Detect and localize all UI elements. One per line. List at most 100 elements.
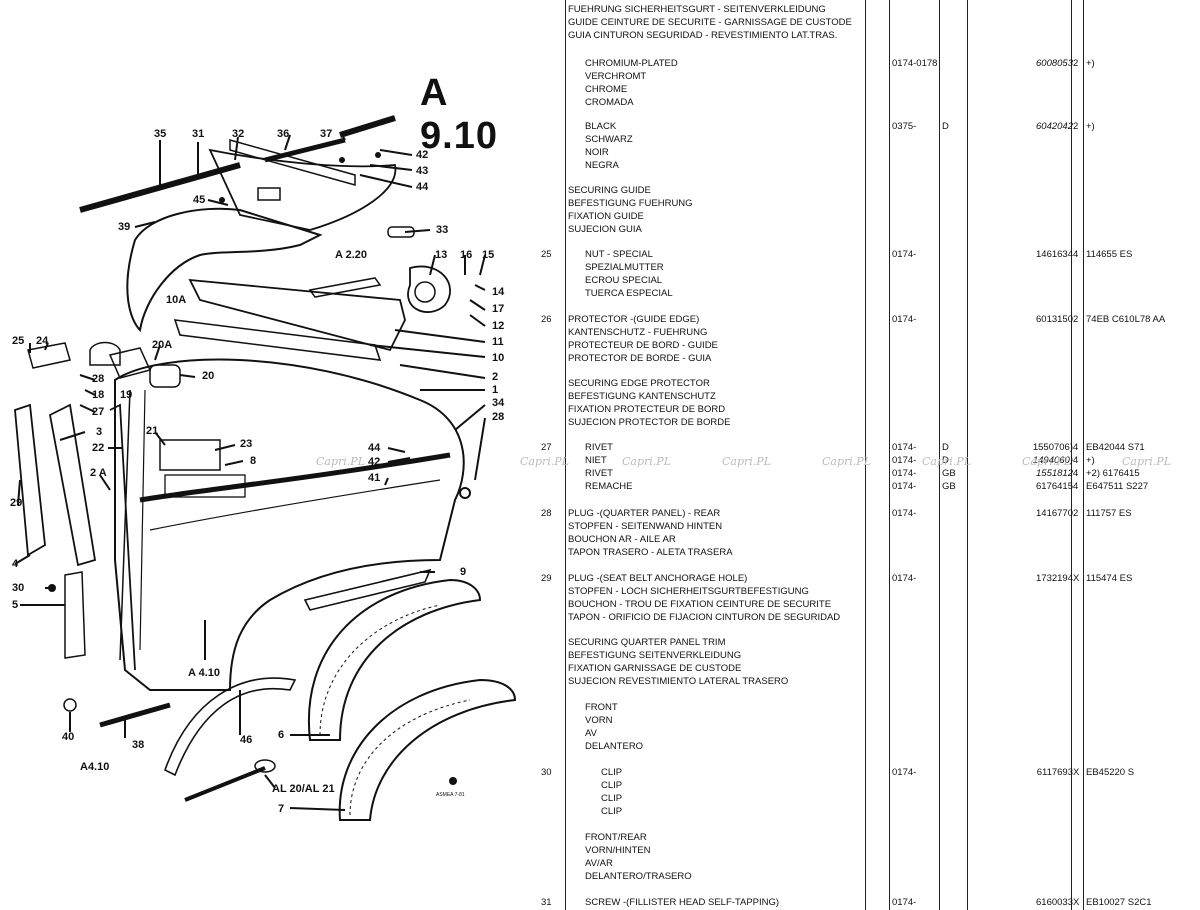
- cell-description: ECROU SPECIAL: [585, 275, 663, 286]
- cell-description: TUERCA ESPECIAL: [585, 288, 673, 299]
- cell-date-range: 0375-: [892, 121, 917, 132]
- cell-date-range: 0174-: [892, 897, 917, 908]
- table-row: CROMADA: [535, 96, 1200, 109]
- cell-quantity: X: [1073, 897, 1080, 908]
- callout-20a: 20A: [152, 339, 173, 351]
- cell-country-code: GB: [942, 468, 956, 479]
- callout-3: 3: [96, 426, 103, 438]
- cell-description: SUJECION REVESTIMIENTO LATERAL TRASERO: [568, 676, 789, 687]
- cell-quantity: 4: [1073, 481, 1079, 492]
- callout-44b: 44: [368, 442, 381, 454]
- cell-description: PLUG -(QUARTER PANEL) - REAR: [568, 508, 721, 519]
- cell-description: BOUCHON - TROU DE FIXATION CEINTURE DE S…: [568, 599, 832, 610]
- callout-15: 15: [482, 249, 495, 261]
- callout-12: 12: [492, 320, 505, 332]
- table-row: PROTECTEUR DE BORD - GUIDE: [535, 339, 1200, 352]
- callout-a4-10: A 4.10: [188, 667, 221, 679]
- watermark: Capri.PL: [822, 455, 871, 468]
- cell-date-range: 0174-: [892, 249, 917, 260]
- cell-description: FRONT/REAR: [585, 832, 647, 843]
- table-row: FRONT/REAR: [535, 831, 1200, 844]
- cell-ref-number: 30: [541, 767, 552, 778]
- callout-14: 14: [492, 286, 505, 298]
- callout-17: 17: [492, 303, 505, 315]
- cell-quantity: 4: [1073, 455, 1079, 466]
- table-row: FRONT: [535, 701, 1200, 714]
- table-row: BOUCHON - TROU DE FIXATION CEINTURE DE S…: [535, 598, 1200, 611]
- cell-description: SECURING EDGE PROTECTOR: [568, 378, 710, 389]
- cell-description: NEGRA: [585, 160, 619, 171]
- cell-description: AV/AR: [585, 858, 613, 869]
- callout-28a: 28: [92, 373, 105, 385]
- column-divider: [865, 0, 866, 910]
- cell-date-range: 0174-: [892, 468, 917, 479]
- callout-19: 19: [120, 389, 133, 401]
- cell-quantity: 2: [1073, 121, 1079, 132]
- callout-24: 24: [36, 335, 49, 347]
- cell-description: CLIP: [601, 806, 623, 817]
- callout-20: 20: [202, 370, 215, 382]
- table-row: VORN: [535, 714, 1200, 727]
- callout-2: 2: [492, 371, 499, 383]
- cell-description: PROTECTOR -(GUIDE EDGE): [568, 314, 700, 325]
- cell-description: TAPON - ORIFICIO DE FIJACION CINTURON DE…: [568, 612, 841, 623]
- cell-description: FIXATION PROTECTEUR DE BORD: [568, 404, 726, 415]
- cell-remarks: E647511 S227: [1086, 481, 1149, 492]
- cell-quantity: X: [1073, 573, 1080, 584]
- callout-9: 9: [460, 566, 467, 578]
- cell-country-code: D: [942, 442, 949, 453]
- table-row: FIXATION GARNISSAGE DE CUSTODE: [535, 662, 1200, 675]
- callout-36: 36: [277, 128, 290, 140]
- cell-remarks: +): [1086, 58, 1095, 69]
- cell-ref-number: 27: [541, 442, 552, 453]
- cell-part-number: 1550706): [1032, 442, 1073, 453]
- callout-11: 11: [492, 336, 504, 348]
- table-row: SPEZIALMUTTER: [535, 261, 1200, 274]
- cell-quantity: X: [1073, 767, 1080, 778]
- column-divider: [565, 0, 566, 910]
- cell-remarks: +): [1086, 455, 1095, 466]
- table-row: SECURING QUARTER PANEL TRIM: [535, 636, 1200, 649]
- cell-description: NIET: [585, 455, 607, 466]
- callout-41: 41: [368, 472, 381, 484]
- table-row: DELANTERO: [535, 740, 1200, 753]
- table-row: CLIP: [535, 805, 1200, 818]
- cell-ref-number: 31: [541, 897, 552, 908]
- table-row: SCHWARZ: [535, 133, 1200, 146]
- cell-description: GUIDE CEINTURE DE SECURITE - GARNISSAGE …: [568, 17, 852, 28]
- table-row: AV: [535, 727, 1200, 740]
- watermark: Capri.PL: [1022, 455, 1071, 468]
- page-title: A 9.10: [420, 72, 498, 157]
- parts-diagram: A 9.10 35 31 32 36 37 42 43 44 45 39 33 …: [0, 0, 535, 910]
- cell-date-range: 0174-0178: [892, 58, 938, 69]
- cell-quantity: 4: [1073, 442, 1079, 453]
- cell-description: SUJECION PROTECTOR DE BORDE: [568, 417, 731, 428]
- cell-part-number: 1494060): [1032, 455, 1073, 466]
- cell-description: VORN/HINTEN: [585, 845, 651, 856]
- table-row: ECROU SPECIAL: [535, 274, 1200, 287]
- table-row: FIXATION PROTECTEUR DE BORD: [535, 403, 1200, 416]
- cell-part-number: 6042042: [1036, 121, 1073, 132]
- callout-a4-10b: A4.10: [80, 761, 110, 773]
- callout-10: 10: [492, 352, 505, 364]
- cell-description: BEFESTIGUNG FUEHRUNG: [568, 198, 693, 209]
- callout-2a: 2 A: [90, 467, 107, 479]
- cell-country-code: GB: [942, 481, 956, 492]
- callout-40: 40: [62, 731, 75, 743]
- callout-42b: 42: [368, 456, 381, 468]
- cell-description: SECURING QUARTER PANEL TRIM: [568, 637, 726, 648]
- cell-description: SCHWARZ: [585, 134, 633, 145]
- cell-part-number: 1416770: [1036, 508, 1073, 519]
- cell-part-number: 6117693: [1036, 767, 1073, 778]
- table-row: DELANTERO/TRASERO: [535, 870, 1200, 883]
- callout-38: 38: [132, 739, 145, 751]
- cell-remarks: EB42044 S71: [1086, 442, 1145, 453]
- column-divider: [1071, 0, 1072, 910]
- cell-description: BEFESTIGUNG KANTENSCHUTZ: [568, 391, 716, 402]
- table-row: AV/AR: [535, 857, 1200, 870]
- table-row: STOPFEN - SEITENWAND HINTEN: [535, 520, 1200, 533]
